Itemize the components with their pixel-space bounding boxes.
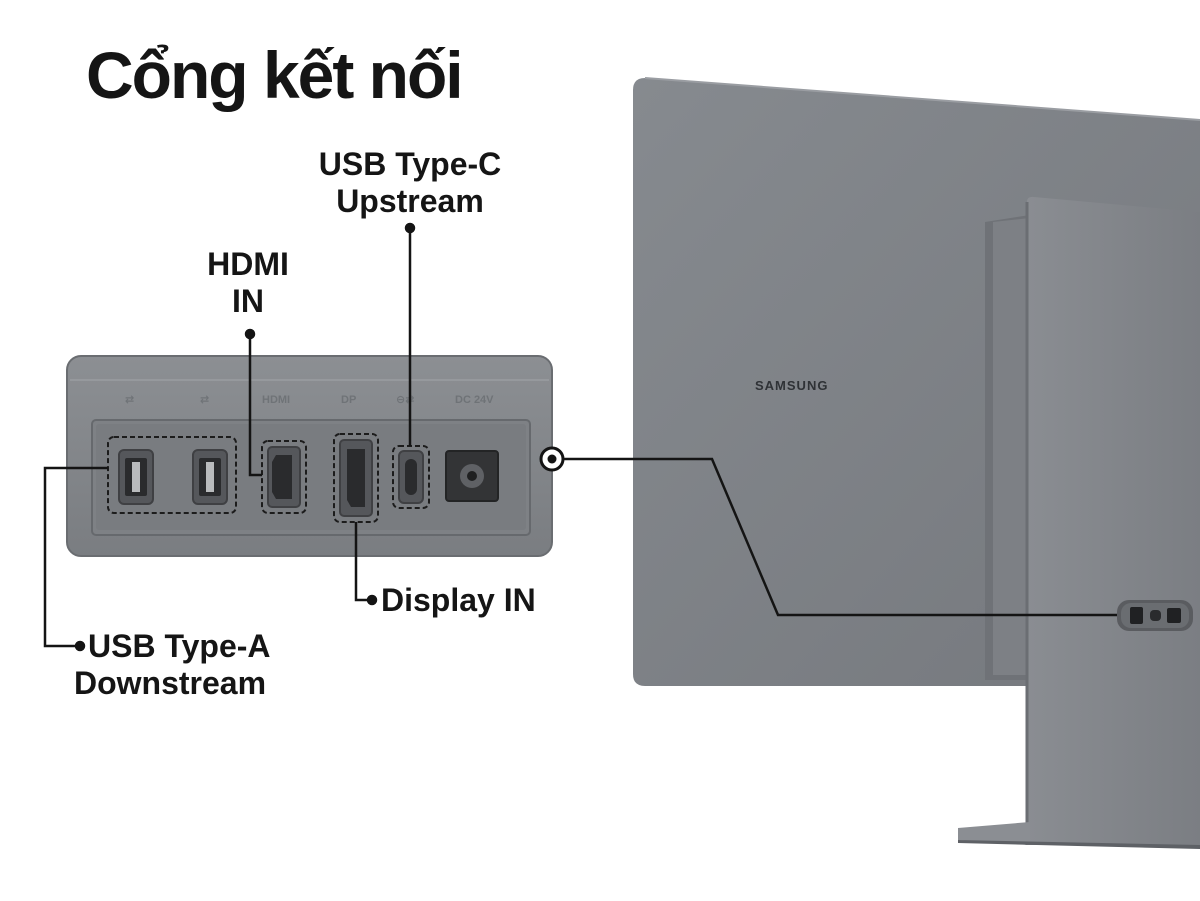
panel-anchor-dot — [539, 446, 565, 472]
hdmi-port-outline — [261, 440, 307, 514]
callout-usba-downstream: USB Type-A Downstream — [74, 628, 314, 702]
callout-usba-line1: USB Type-A — [88, 628, 271, 664]
usb-a-port-1 — [118, 449, 154, 505]
display-in-line — [354, 522, 372, 602]
usb-c-port-label: ⊖⇄ — [396, 394, 414, 406]
dc-port-label: DC 24V — [455, 394, 494, 406]
dp-port-label: DP — [341, 394, 356, 406]
port-panel: ⇄ ⇄ HDMI DP ⊖⇄ DC 24V — [66, 355, 553, 557]
monitor-stand — [958, 196, 1200, 849]
displayport-port — [339, 439, 373, 517]
usb-c-port — [398, 450, 424, 504]
hdmi-port — [267, 446, 301, 508]
usb-a-port-1-label: ⇄ — [125, 394, 134, 406]
hdmi-in-line — [248, 334, 262, 477]
callout-hdmi-line1: HDMI — [207, 246, 289, 282]
page-title: Cổng kết nối — [86, 38, 464, 112]
samsung-logo: SAMSUNG — [755, 378, 828, 393]
usba-downstream-line — [43, 466, 108, 648]
usb-a-port-2-label: ⇄ — [200, 394, 209, 406]
callout-usba-line2: Downstream — [74, 665, 267, 701]
panel-to-monitor-line — [552, 457, 1117, 617]
callout-display-line1: Display IN — [381, 582, 536, 618]
callout-hdmi-line2: IN — [232, 283, 264, 319]
callout-usbc-upstream: USB Type-C Upstream — [310, 146, 510, 220]
callout-hdmi-in: HDMI IN — [186, 246, 310, 320]
callout-usbc-line2: Upstream — [336, 183, 484, 219]
hdmi-port-label: HDMI — [262, 394, 290, 406]
callout-lines — [43, 222, 1117, 652]
stand-port-block — [1117, 600, 1193, 631]
callout-usbc-line1: USB Type-C — [318, 146, 502, 182]
dc-power-port — [445, 450, 499, 502]
usb-a-group-outline — [107, 436, 237, 514]
monitor-stand-rear — [985, 215, 1030, 680]
usb-a-port-2 — [192, 449, 228, 505]
callout-display-in: Display IN — [381, 582, 536, 619]
dp-port-outline — [333, 433, 379, 523]
